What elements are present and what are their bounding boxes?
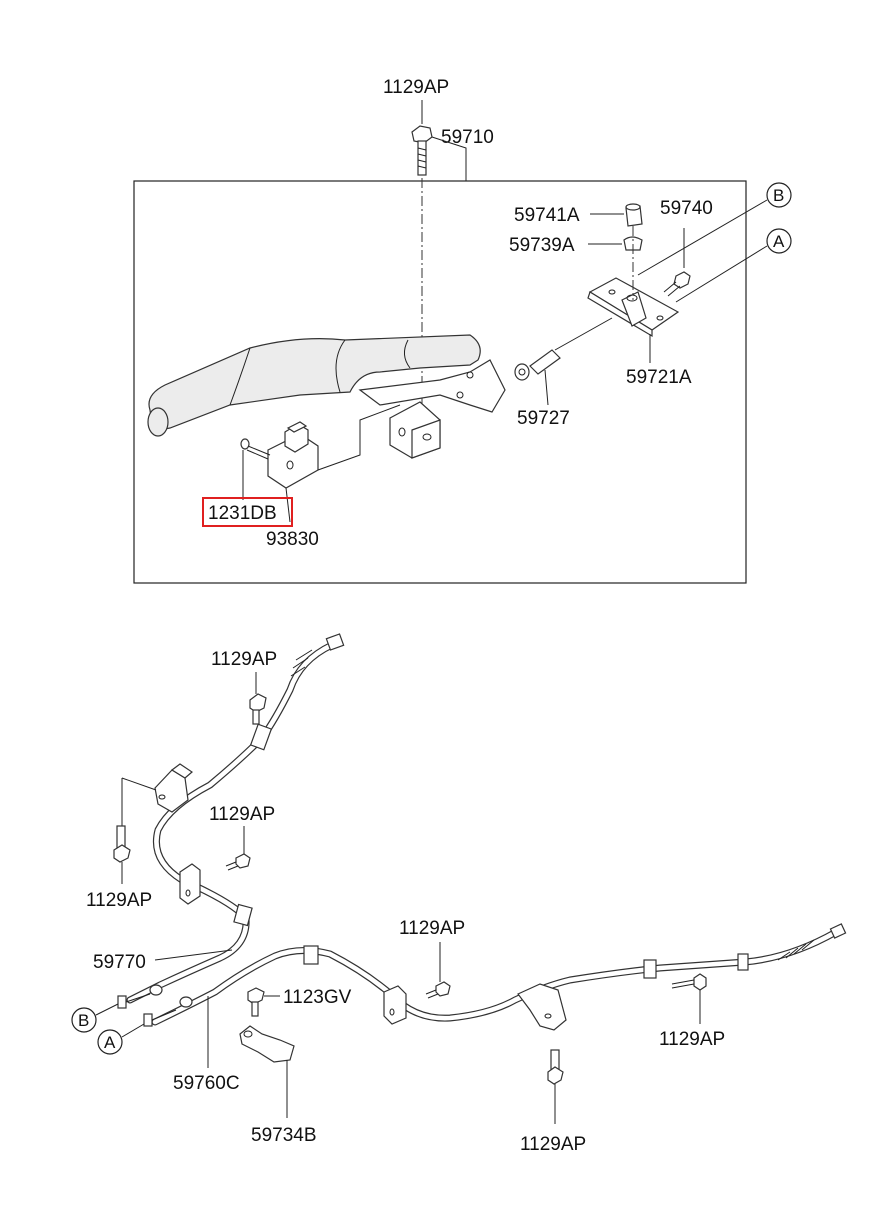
clip-59734b-icon <box>239 1025 295 1063</box>
callout-b-bottom-leader <box>95 1003 119 1016</box>
mid-bolt-3-label: 1129AP <box>86 890 152 911</box>
rod-label: 59727 <box>517 408 570 429</box>
clip-a-label: 59741A <box>514 205 580 226</box>
mid-bolt-4-label: 1129AP <box>399 918 465 939</box>
cable-59760c-label: 59760C <box>173 1073 240 1094</box>
bolt-icon-right <box>671 973 707 991</box>
callout-b-bottom <box>71 1007 97 1033</box>
cable-bracket-rear-icon <box>303 945 749 1031</box>
clip-b-label: 59739A <box>509 235 575 256</box>
bolt-1123gv-label: 1123GV <box>283 987 352 1008</box>
switch-label: 93830 <box>266 529 319 550</box>
bolt-icon-rear-top <box>425 981 451 999</box>
parking-switch-icon <box>267 421 319 489</box>
bolt-icon-left <box>113 825 131 863</box>
callout-a-top <box>766 228 792 254</box>
lever-assy-leader <box>431 136 467 181</box>
cable-ends-icon <box>117 984 193 1027</box>
bolt-1123gv-icon <box>247 987 265 1017</box>
lever-assembly-frame <box>133 180 747 584</box>
handbrake-lever-icon <box>147 334 506 437</box>
clip-59741a-icon <box>625 203 643 227</box>
top-bolt-icon <box>411 125 433 176</box>
switch-screw-highlight <box>202 497 293 527</box>
rod-leader <box>544 369 549 406</box>
callout-a-top-text: A <box>773 232 785 251</box>
cable-bracket-mid-icon <box>179 863 253 927</box>
switch-bracket-lines <box>317 404 401 471</box>
callout-b-top <box>766 182 792 208</box>
switch-leader <box>285 487 291 523</box>
cable-59770-label: 59770 <box>93 952 146 973</box>
bolt-59740-icon <box>663 271 691 297</box>
callout-a-bottom <box>97 1029 123 1055</box>
switch-screw-label: 1231DB <box>208 503 277 524</box>
callout-b-top-leader <box>637 199 768 276</box>
adjuster-rod-icon <box>514 317 613 381</box>
clip-59739a-icon <box>623 236 643 251</box>
clip-59734b-label: 59734B <box>251 1125 317 1146</box>
mid-bolt-1-label: 1129AP <box>211 649 277 670</box>
callout-a-bottom-text: A <box>104 1033 116 1052</box>
top-bolt-label: 1129AP <box>383 77 449 98</box>
bolt-59740-label: 59740 <box>660 198 713 219</box>
cable-bracket-upper-icon <box>154 723 273 813</box>
right-bolt-2-label: 1129AP <box>520 1134 586 1155</box>
cable-59760c-icon <box>151 923 847 1026</box>
bolt-icon-center <box>225 853 251 871</box>
switch-screw-icon <box>240 438 271 460</box>
cable-59770-icon <box>126 633 345 1004</box>
right-bolt-1-label: 1129AP <box>659 1029 725 1050</box>
bracket-upper-leaders <box>121 777 157 791</box>
bolt-icon-mid-top <box>249 693 267 725</box>
callout-a-bottom-leader <box>121 1023 145 1038</box>
callout-a-top-leader <box>675 245 768 303</box>
callout-b-top-text: B <box>773 186 784 205</box>
bolt-icon-bottom <box>547 1049 564 1085</box>
lever-bracket-icon <box>389 401 441 459</box>
lever-assy-label: 59710 <box>441 127 494 148</box>
equalizer-bracket-icon <box>587 277 680 338</box>
bracket-label: 59721A <box>626 367 692 388</box>
callout-b-bottom-text: B <box>78 1011 89 1030</box>
mid-bolt-2-label: 1129AP <box>209 804 275 825</box>
cable-59770-leader <box>154 949 233 961</box>
